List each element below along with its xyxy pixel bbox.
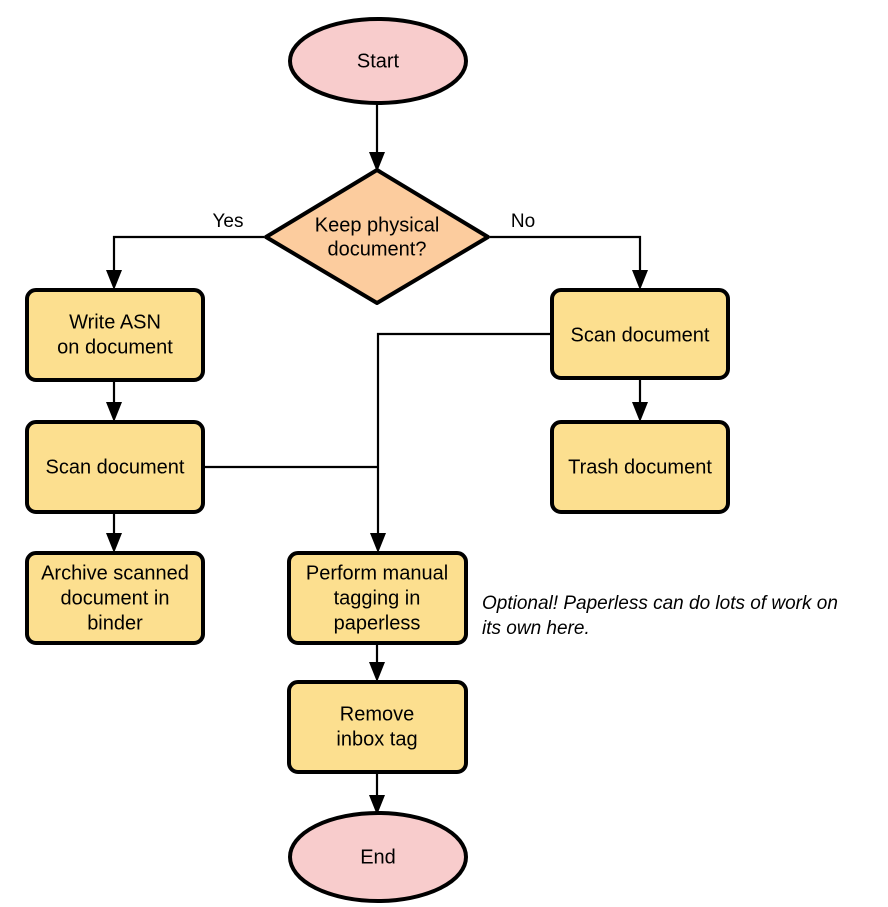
edge-remove-tag-to-end [369, 772, 385, 815]
archive-label-line2: document in [61, 587, 170, 609]
edge-scan-right-to-tagging [370, 332, 552, 553]
node-scan-document-left[interactable]: Scan document [25, 420, 205, 514]
archive-box-shape [25, 551, 205, 645]
edge-scan-left-to-archive [106, 512, 122, 553]
start-label: Start [357, 50, 400, 72]
node-archive-in-binder[interactable]: Archive scanned document in binder [25, 551, 205, 645]
edge-decision-yes-to-write-asn [106, 235, 264, 290]
archive-label-line3: binder [87, 612, 143, 634]
remove-tag-label-line1: Remove [340, 703, 414, 725]
remove-tag-label-line2: inbox tag [336, 728, 417, 750]
node-remove-inbox-tag[interactable]: Remove inbox tag [287, 680, 468, 774]
note-line1: Optional! Paperless can do lots of work … [482, 593, 838, 614]
edge-write-asn-to-scan-left [106, 380, 122, 422]
edge-label-no: No [511, 211, 535, 232]
edge-label-yes: Yes [213, 211, 244, 232]
tagging-box-shape [287, 551, 468, 645]
end-label: End [360, 846, 396, 868]
start-ellipse-shape [288, 17, 468, 105]
decision-diamond-shape [264, 168, 490, 305]
write-asn-label-line1: Write ASN [69, 311, 161, 333]
trash-label: Trash document [568, 456, 712, 478]
decision-label-line2: document? [328, 238, 427, 260]
remove-tag-box-shape [287, 680, 468, 774]
scan-right-box-shape [550, 288, 730, 380]
node-start[interactable]: Start [288, 17, 468, 105]
edge-start-to-decision [369, 103, 385, 172]
node-scan-document-right[interactable]: Scan document [550, 288, 730, 380]
scan-left-box-shape [25, 420, 205, 514]
tagging-label-line1: Perform manual [306, 562, 448, 584]
edge-scan-right-to-trash [632, 378, 648, 422]
write-asn-box-shape [25, 288, 205, 382]
node-trash-document[interactable]: Trash document [550, 420, 730, 514]
edge-tagging-to-remove-tag [369, 643, 385, 682]
tagging-label-line2: tagging in [334, 587, 421, 609]
scan-left-label: Scan document [46, 456, 185, 478]
note-line2: its own here. [482, 618, 590, 639]
tagging-label-line3: paperless [334, 612, 421, 634]
decision-label-line1: Keep physical [315, 214, 440, 236]
node-write-asn[interactable]: Write ASN on document [25, 288, 205, 382]
node-end[interactable]: End [288, 811, 468, 903]
note-optional-paperless: Optional! Paperless can do lots of work … [482, 593, 838, 639]
node-manual-tagging[interactable]: Perform manual tagging in paperless [287, 551, 468, 645]
trash-box-shape [550, 420, 730, 514]
archive-label-line1: Archive scanned [41, 562, 189, 584]
scan-right-label: Scan document [571, 324, 710, 346]
end-ellipse-shape [288, 811, 468, 903]
write-asn-label-line2: on document [57, 336, 173, 358]
node-decision-keep-physical-document[interactable]: Keep physical document? [264, 168, 490, 305]
edge-decision-no-to-scan-right [490, 235, 648, 290]
